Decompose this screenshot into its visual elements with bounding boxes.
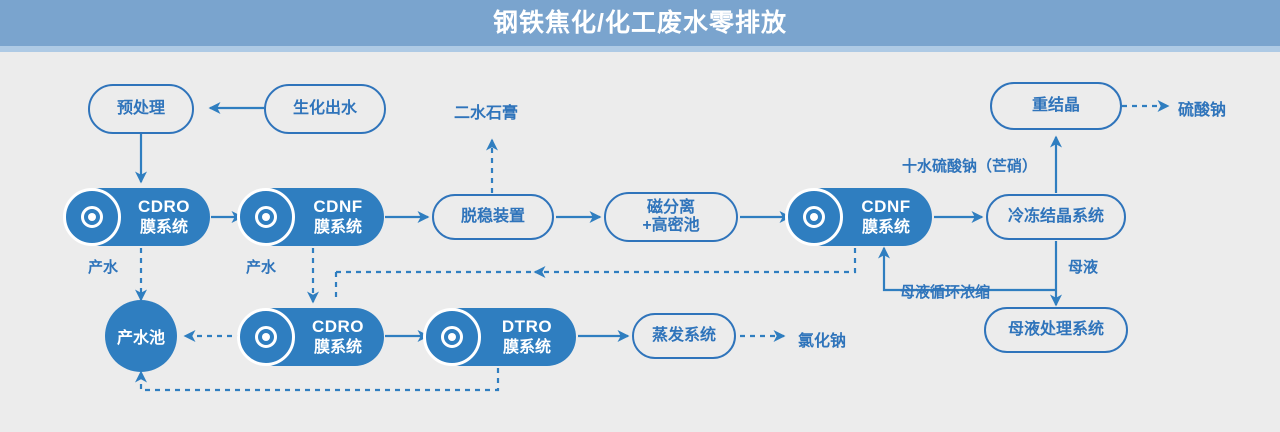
node-cdnf-membrane-2[interactable]: CDNF 膜系统 xyxy=(785,188,932,246)
membrane-ring-icon xyxy=(237,308,295,366)
node-product-water-pool[interactable]: 产水池 xyxy=(105,300,177,372)
node-cdro-membrane-1[interactable]: CDRO 膜系统 xyxy=(63,188,210,246)
node-dtro-cn: 膜系统 xyxy=(502,338,551,356)
node-cdnf-membrane-1[interactable]: CDNF 膜系统 xyxy=(237,188,384,246)
node-dtro-en: DTRO xyxy=(501,317,553,337)
membrane-ring-icon xyxy=(63,188,121,246)
node-product-water-pool-label: 产水池 xyxy=(116,330,165,347)
node-pretreatment-label: 预处理 xyxy=(116,99,165,117)
wire-cdnf2-return-left xyxy=(533,248,857,278)
node-cdro-1-en: CDRO xyxy=(137,197,191,217)
node-destabilization[interactable]: 脱稳装置 xyxy=(432,194,554,240)
label-mother-liquor: 母液 xyxy=(1068,259,1099,276)
node-cdnf-2-cn: 膜系统 xyxy=(861,218,910,236)
label-sodium-chloride: 氯化钠 xyxy=(798,333,847,350)
wire-mother-recirculation xyxy=(878,246,1056,292)
node-evaporation-system[interactable]: 蒸发系统 xyxy=(632,313,736,359)
node-pretreatment[interactable]: 预处理 xyxy=(88,84,194,134)
label-gypsum: 二水石膏 xyxy=(454,105,519,122)
node-cdnf-1-cn: 膜系统 xyxy=(313,218,362,236)
node-freeze-crystallization-label: 冷冻结晶系统 xyxy=(1007,207,1104,225)
node-cdro-2-en: CDRO xyxy=(311,317,365,337)
node-evaporation-system-label: 蒸发系统 xyxy=(651,326,716,344)
node-cdro-membrane-2[interactable]: CDRO 膜系统 xyxy=(237,308,384,366)
node-freeze-crystallization[interactable]: 冷冻结晶系统 xyxy=(986,194,1126,240)
membrane-ring-icon xyxy=(423,308,481,366)
node-cdro-2-cn: 膜系统 xyxy=(313,338,362,356)
node-cdnf-2-en: CDNF xyxy=(861,197,911,217)
label-sodium-sulfate: 硫酸钠 xyxy=(1178,102,1227,119)
node-recrystallization[interactable]: 重结晶 xyxy=(990,82,1122,130)
node-magsep-line2: +高密池 xyxy=(642,217,700,234)
label-mother-liquor-recirculation: 母液循环浓缩 xyxy=(900,284,991,301)
membrane-ring-icon xyxy=(237,188,295,246)
label-product-water-1: 产水 xyxy=(88,259,119,276)
header-accent-strip xyxy=(0,46,1280,52)
node-mother-liquor-system-label: 母液处理系统 xyxy=(1007,320,1104,338)
label-product-water-2: 产水 xyxy=(246,259,277,276)
page-title: 钢铁焦化/化工废水零排放 xyxy=(493,9,787,37)
node-mother-liquor-system[interactable]: 母液处理系统 xyxy=(984,307,1128,353)
node-dtro-membrane[interactable]: DTRO 膜系统 xyxy=(423,308,576,366)
node-bio-effluent[interactable]: 生化出水 xyxy=(264,84,386,134)
page-header xyxy=(0,0,1280,46)
node-bio-effluent-label: 生化出水 xyxy=(292,99,357,117)
node-cdro-1-cn: 膜系统 xyxy=(139,218,188,236)
label-glauber-salt: 十水硫酸钠（芒硝） xyxy=(902,158,1038,175)
node-cdnf-1-en: CDNF xyxy=(313,197,363,217)
node-magsep-line1: 磁分离 xyxy=(646,198,695,216)
node-recrystallization-label: 重结晶 xyxy=(1031,96,1080,114)
node-magnetic-separation[interactable]: 磁分离 +高密池 xyxy=(604,192,738,242)
wire-dtro-return-to-pool xyxy=(135,368,500,392)
node-destabilization-label: 脱稳装置 xyxy=(460,207,525,225)
membrane-ring-icon xyxy=(785,188,843,246)
